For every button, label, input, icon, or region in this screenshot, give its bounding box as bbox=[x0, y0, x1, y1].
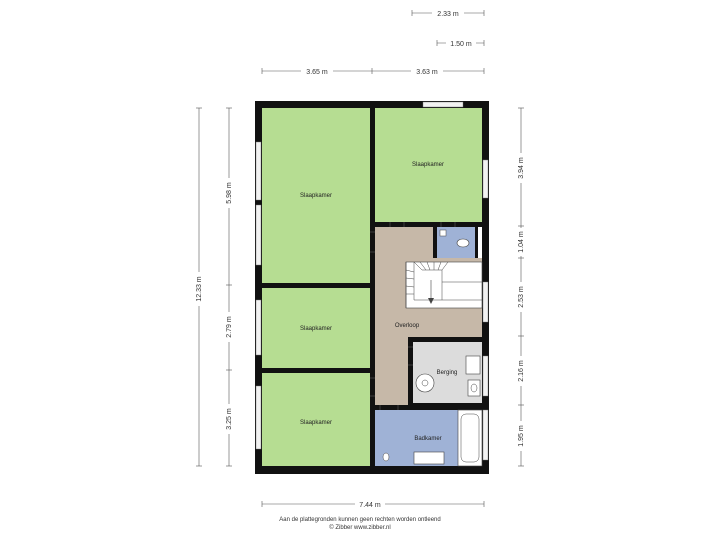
dim-bottom-7-44: 7.44 m bbox=[359, 502, 381, 509]
bedroom-top-right bbox=[375, 108, 482, 222]
label-bedroom-top-right: Slaapkamer bbox=[412, 162, 444, 168]
bathroom-sink-icon bbox=[413, 451, 445, 465]
label-bedroom-top-left: Slaapkamer bbox=[300, 193, 332, 199]
bedroom-top-left bbox=[262, 108, 370, 283]
dim-left-12-33: 12.33 m bbox=[196, 276, 203, 301]
dim-top-1-50: 1.50 m bbox=[450, 41, 472, 48]
bathroom-toilet-icon bbox=[382, 452, 390, 462]
storage-unit-icon bbox=[465, 355, 481, 375]
copyright-text: © Zibber www.zibber.nl bbox=[329, 525, 391, 531]
stair-arrow-icon bbox=[428, 298, 434, 304]
dim-top-2-33: 2.33 m bbox=[437, 11, 459, 18]
dim-left-5-98: 5.98 m bbox=[226, 182, 233, 204]
dim-top-3-63: 3.63 m bbox=[416, 69, 438, 76]
washing-machine-icon bbox=[467, 379, 481, 397]
dim-left-2-79: 2.79 m bbox=[226, 316, 233, 338]
dim-right-2-53: 2.53 m bbox=[518, 286, 525, 308]
toilet-sink-icon bbox=[439, 229, 447, 237]
staircase bbox=[405, 261, 483, 309]
dim-right-3-94: 3.94 m bbox=[518, 157, 525, 179]
dim-top-3-65: 3.65 m bbox=[306, 69, 328, 76]
dim-right-1-95: 1.95 m bbox=[518, 425, 525, 447]
dim-right-1-04: 1.04 m bbox=[518, 231, 525, 253]
shaft bbox=[478, 227, 482, 258]
bedroom-bottom-left bbox=[262, 373, 370, 466]
toilet-icon bbox=[456, 238, 470, 248]
doors bbox=[370, 222, 456, 410]
boiler-icon bbox=[415, 373, 435, 393]
label-landing: Overloop bbox=[395, 323, 420, 329]
disclaimer-text: Aan de plattegronden kunnen geen rechten… bbox=[279, 517, 441, 523]
label-bedroom-bottom-left: Slaapkamer bbox=[300, 420, 332, 426]
dim-left-3-25: 3.25 m bbox=[226, 408, 233, 430]
dimension-lines: 2.33 m 1.50 m 3.65 m 3.63 m 12.33 m 5.98… bbox=[194, 8, 526, 509]
label-bathroom: Badkamer bbox=[414, 436, 441, 442]
label-bedroom-middle-left: Slaapkamer bbox=[300, 326, 332, 332]
bedroom-middle-left bbox=[262, 288, 370, 368]
windows bbox=[255, 101, 489, 461]
dim-right-2-16: 2.16 m bbox=[518, 360, 525, 382]
label-storage: Berging bbox=[437, 370, 458, 376]
